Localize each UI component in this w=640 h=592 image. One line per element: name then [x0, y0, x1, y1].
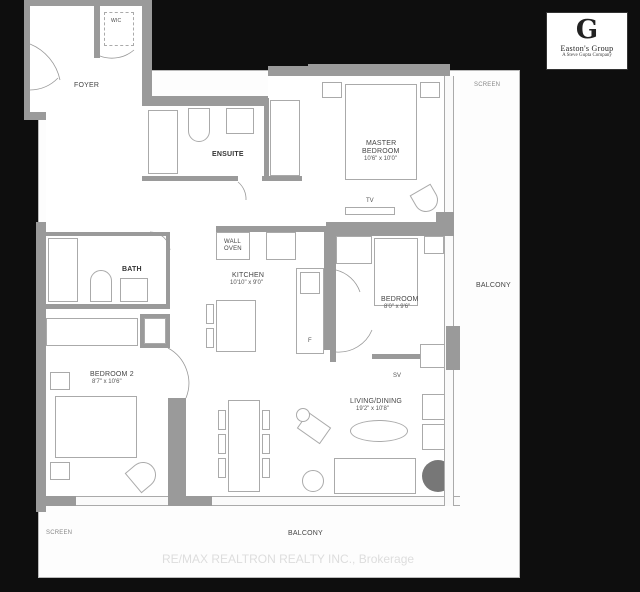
room-label-master-bedroom-2: BEDROOM [362, 148, 400, 155]
logo-tagline: A Steve Gupta Company [562, 53, 612, 58]
balcony-label-bottom: BALCONY [288, 530, 323, 537]
room-dimensions-master: 10'6" x 10'0" [364, 156, 397, 162]
room-label-bath: BATH [122, 266, 142, 273]
wall [166, 232, 170, 308]
logo-glyph: G [575, 15, 599, 45]
wall [94, 6, 100, 58]
bathtub [148, 110, 178, 174]
wall [326, 222, 444, 236]
wall [46, 304, 170, 309]
tv-label: TV [366, 198, 374, 204]
room-label-wic: WIC [111, 18, 122, 24]
coffee-table [350, 420, 408, 442]
side-table [296, 408, 310, 422]
chair [218, 458, 226, 478]
bath-tub [48, 238, 78, 302]
vanity-sink [226, 108, 254, 134]
stool [206, 304, 214, 324]
chair [262, 434, 270, 454]
nightstand [50, 462, 70, 480]
wall [168, 398, 186, 506]
sofa [334, 458, 416, 494]
wall [308, 64, 450, 74]
wall [46, 232, 170, 236]
screen-label-top: SCREEN [474, 82, 501, 88]
master-bed [345, 84, 417, 180]
kitchen-island [216, 300, 256, 352]
wall [264, 98, 269, 180]
chair [262, 458, 270, 478]
bed [374, 238, 418, 306]
master-closet [270, 100, 300, 176]
tv-console [345, 207, 395, 215]
dining-table [228, 400, 260, 492]
room-label-kitchen: KITCHEN [232, 272, 265, 279]
wall [140, 96, 310, 106]
armchair [422, 394, 448, 420]
room-label-living-dining: LIVING/DINING [350, 398, 402, 405]
room-label-bedroom: BEDROOM [381, 296, 419, 303]
window-wall [46, 496, 460, 506]
kitchen-sink [300, 272, 320, 294]
wall [142, 176, 238, 181]
toilet [188, 108, 210, 142]
room-label-master-bedroom-1: MASTER [366, 140, 397, 147]
room-label-ensuite: ENSUITE [212, 151, 244, 158]
wall [216, 226, 326, 232]
window-wall [444, 76, 454, 506]
wall [324, 232, 330, 350]
wall [36, 222, 46, 512]
room-dimensions-bedroom: 8'0" x 9'6" [384, 304, 411, 310]
wall-oven [216, 232, 250, 260]
screen-label-bottom: SCREEN [46, 530, 73, 536]
chair [262, 410, 270, 430]
wall [140, 0, 152, 106]
exterior-void [310, 0, 450, 66]
wall-oven-label-1: WALL [224, 239, 241, 245]
exterior-void [150, 0, 310, 70]
cooktop [266, 232, 296, 260]
room-dimensions-living-dining: 19'2" x 10'8" [356, 406, 389, 412]
wall [436, 212, 454, 236]
chair [218, 410, 226, 430]
logo-name: Easton's Group [560, 44, 614, 53]
toilet [90, 270, 112, 302]
linen-closet [144, 318, 166, 344]
stool [206, 328, 214, 348]
nightstand [50, 372, 70, 390]
interior-floor [94, 106, 144, 230]
nightstand [424, 236, 444, 254]
closet [46, 318, 138, 346]
wall [372, 354, 420, 359]
nightstand [420, 82, 440, 98]
wall [36, 496, 76, 506]
wall [446, 326, 458, 370]
room-dimensions-kitchen: 10'10" x 9'0" [230, 280, 263, 286]
room-dimensions-bedroom2: 8'7" x 10'6" [92, 379, 122, 385]
nightstand [322, 82, 342, 98]
wic-shelving [104, 12, 134, 46]
wall [262, 176, 302, 181]
vanity-sink [120, 278, 148, 302]
room-label-bedroom2: BEDROOM 2 [90, 371, 134, 378]
floor-lamp [302, 470, 324, 492]
wall [330, 232, 336, 362]
balcony-label-right: BALCONY [476, 282, 511, 289]
brokerage-watermark: RE/MAX REALTRON REALTY INC., Brokerage [162, 552, 415, 566]
bed [55, 396, 137, 458]
bedroom-tv-label: SV [393, 373, 402, 379]
wall-oven-label-2: OVEN [224, 246, 242, 252]
eastons-group-logo: G Easton's Group A Steve Gupta Company [546, 12, 628, 70]
room-label-foyer: FOYER [74, 82, 100, 89]
closet [336, 236, 372, 264]
chair [218, 434, 226, 454]
wall [168, 496, 212, 506]
fridge-label: F [308, 338, 312, 344]
